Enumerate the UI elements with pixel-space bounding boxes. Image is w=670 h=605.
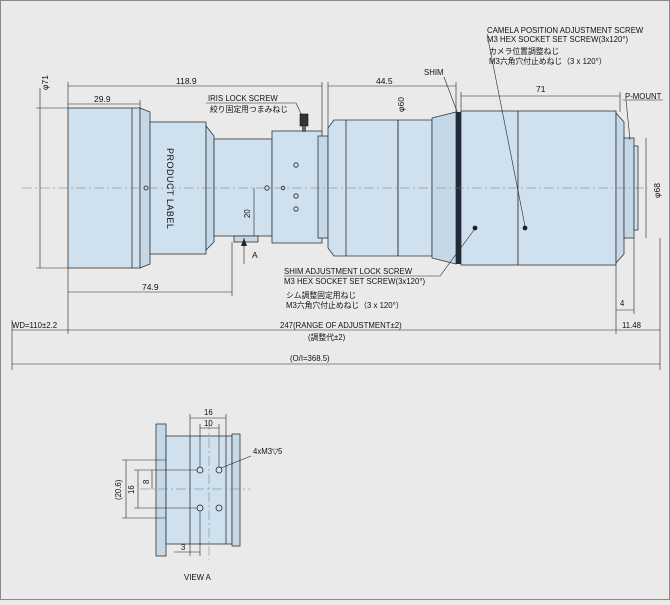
dim-phi60: φ60: [396, 97, 406, 112]
view-a-title: VIEW A: [184, 573, 212, 582]
camela-label-2: M3 HEX SOCKET SET SCREW(3x120°): [487, 35, 628, 44]
shim-lock-label-1: SHIM ADJUSTMENT LOCK SCREW: [284, 267, 413, 276]
dim-phi71: φ71: [40, 75, 50, 90]
dim-71: 71: [536, 84, 546, 94]
shim-lock-screw: [472, 225, 478, 231]
dim-phi68: φ68: [652, 183, 662, 198]
p-mount-label: P-MOUNT: [625, 92, 662, 101]
view-a-arrow-label: A: [252, 250, 258, 260]
dim-20: 20: [243, 209, 252, 218]
dim-range: 247(RANGE OF ADJUSTMENT±2): [280, 321, 402, 330]
dim-range-jp: (調整代±2): [308, 332, 346, 342]
camela-label-1: CAMELA POSITION ADJUSTMENT SCREW: [487, 26, 644, 35]
iris-screw: [293, 206, 299, 212]
callouts: CAMELA POSITION ADJUSTMENT SCREW M3 HEX …: [206, 26, 663, 310]
camela-label-4: M3六角穴付止めねじ（3 x 120°）: [489, 56, 607, 66]
dim-29-9: 29.9: [94, 94, 111, 104]
camera-adjust-screw: [522, 225, 528, 231]
iris-ring: [271, 130, 323, 244]
dim-118-9: 118.9: [176, 76, 197, 86]
view-a-dim-3: 3: [181, 543, 185, 552]
view-a-dim-8: 8: [142, 480, 151, 484]
view-a-dim-10: 10: [204, 419, 213, 428]
shim-lock-label-3: シム調整固定用ねじ: [286, 290, 356, 300]
view-a-dim-20-6: (20.6): [114, 479, 123, 500]
dim-74-9: 74.9: [142, 282, 159, 292]
neck-tab: [233, 235, 259, 243]
camela-label-3: カメラ位置調整ねじ: [489, 46, 559, 56]
product-label-text: PRODUCT LABEL: [165, 148, 175, 229]
iris-lock-screw-stem: [302, 126, 306, 132]
dimensions: φ71 118.9 29.9 44.5 71 φ60 φ68 74.9: [11, 75, 662, 370]
view-a-flange-right: [231, 433, 241, 547]
shim-lock-label-4: M3六角穴付止めねじ（3 x 120°）: [286, 300, 404, 310]
view-a-flange-left: [155, 423, 167, 557]
view-a-holes-label: 4xM3▽5: [253, 447, 283, 456]
iris-step: [317, 135, 329, 239]
view-a-dim-16v: 16: [127, 485, 136, 494]
iris-screw: [293, 162, 299, 168]
iris-lock-screw-knob: [299, 113, 309, 127]
shim-label: SHIM: [424, 68, 444, 77]
iris-lock-label-1: IRIS LOCK SCREW: [208, 94, 278, 103]
dim-11-48: 11.48: [622, 321, 641, 330]
rear-barrel: [327, 119, 433, 257]
neck: [213, 138, 273, 237]
dim-wd: WD=110±2.2: [12, 321, 57, 330]
lens-body: [22, 107, 648, 269]
iris-screw: [293, 193, 299, 199]
view-a-dim-16: 16: [204, 408, 213, 417]
shim-lock-label-2: M3 HEX SOCKET SET SCREW(3x120°): [284, 277, 425, 286]
dim-oi: (O/I=368.5): [290, 354, 330, 363]
iris-lock-label-2: 絞り固定用つまみねじ: [210, 104, 288, 114]
view-a-body: [165, 435, 233, 545]
dim-44-5: 44.5: [376, 76, 393, 86]
view-a: 16 10 (20.6) 16 8 3 4xM3▽5 VIEW A: [114, 408, 283, 582]
dim-4: 4: [620, 299, 625, 308]
